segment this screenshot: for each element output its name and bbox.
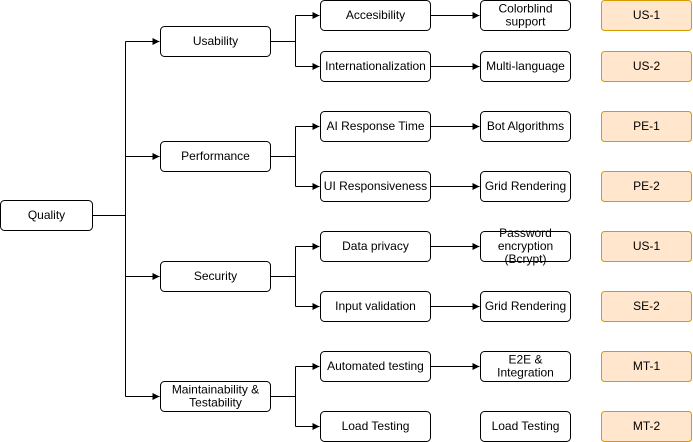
attribute-node-input-validation: Input validation [320,291,431,322]
tactic-node-automated-testing-label-line-2: Integration [497,366,554,380]
tactic-node-accesibility-label-line-2: support [505,15,546,29]
tag-badge-ui-responsiveness-box [601,171,692,202]
tag-badge-input-validation-label: SE-2 [633,299,660,313]
attribute-node-ui-responsiveness: UI Responsiveness [320,171,431,202]
tactic-node-ai-response-time: Bot Algorithms [480,111,571,142]
category-node-maintainability-label-line-2: Testability [189,396,242,410]
attribute-node-internationalization-label: Internationalization [325,59,426,73]
tactic-node-ui-responsiveness-label: Grid Rendering [485,179,566,193]
tactic-node-data-privacy-label-line-1: Password [499,226,552,240]
root-node-quality: Quality [0,200,93,231]
tag-badge-ui-responsiveness-label: PE-2 [633,179,660,193]
tactic-node-internationalization-box [480,51,571,82]
tag-badge-data-privacy-label: US-1 [633,239,661,253]
tactic-node-input-validation: Grid Rendering [480,291,571,322]
tag-badge-input-validation-box [601,291,692,322]
tactic-node-ui-responsiveness-box [480,171,571,202]
tag-badge-accesibility: US-1 [601,0,692,31]
attribute-node-data-privacy-box [320,231,431,262]
tag-badge-internationalization: US-2 [601,51,692,82]
category-node-maintainability: Maintainability &Testability [160,381,271,412]
tactic-node-internationalization: Multi-language [480,51,571,82]
attribute-node-input-validation-box [320,291,431,322]
attribute-node-data-privacy-label: Data privacy [342,239,409,253]
attribute-node-internationalization: Internationalization [320,51,431,82]
attribute-node-ai-response-time: AI Response Time [320,111,431,142]
tag-badge-accesibility-label: US-1 [633,8,661,22]
tactic-node-data-privacy-label-line-2: encryption [498,239,553,253]
category-node-security: Security [160,261,271,292]
attribute-node-accesibility-label: Accesibility [346,8,405,22]
tactic-node-ai-response-time-box [480,111,571,142]
attribute-node-load-testing-label: Load Testing [342,419,410,433]
tag-badge-automated-testing: MT-1 [601,351,692,382]
category-node-performance-box [160,141,271,172]
category-node-usability: Usability [160,26,271,57]
tactic-node-input-validation-box [480,291,571,322]
attribute-node-ai-response-time-box [320,111,431,142]
tag-badge-ai-response-time-box [601,111,692,142]
tactic-node-automated-testing-box [480,351,571,382]
tactic-node-load-testing: Load Testing [480,411,571,442]
tag-badge-data-privacy: US-1 [601,231,692,262]
tactic-node-automated-testing-label-line-1: E2E & [508,353,542,367]
attribute-node-input-validation-label: Input validation [335,299,416,313]
attribute-node-ai-response-time-label: AI Response Time [326,119,424,133]
tag-badge-data-privacy-box [601,231,692,262]
category-node-usability-box [160,26,271,57]
category-node-usability-label: Usability [193,34,238,48]
tag-badge-ai-response-time-label: PE-1 [633,119,660,133]
tag-badge-accesibility-box [601,0,692,31]
category-node-maintainability-box [160,381,271,412]
tactic-node-accesibility-label-line-1: Colorblind [498,2,552,16]
attribute-node-automated-testing-label: Automated testing [327,359,424,373]
tactic-node-load-testing-label: Load Testing [492,419,560,433]
category-node-security-label: Security [194,269,237,283]
tag-badge-ai-response-time: PE-1 [601,111,692,142]
attribute-node-data-privacy: Data privacy [320,231,431,262]
tag-badge-load-testing-label: MT-2 [633,419,661,433]
root-node-quality-label: Quality [28,208,65,222]
tactic-node-data-privacy-box [480,231,571,262]
category-node-maintainability-label-line-1: Maintainability & [172,383,259,397]
tactic-node-ai-response-time-label: Bot Algorithms [487,119,564,133]
tag-badge-load-testing: MT-2 [601,411,692,442]
category-node-performance: Performance [160,141,271,172]
root-node-quality-box [0,200,93,231]
tactic-node-accesibility-box [480,0,571,31]
tactic-node-internationalization-label: Multi-language [486,59,565,73]
tag-badge-input-validation: SE-2 [601,291,692,322]
attribute-node-accesibility: Accesibility [320,0,431,31]
tactic-node-data-privacy-label-line-3: (Bcrypt) [505,252,547,266]
attribute-node-load-testing: Load Testing [320,411,431,442]
category-node-performance-label: Performance [181,149,250,163]
attribute-node-ui-responsiveness-box [320,171,431,202]
tactic-node-automated-testing: E2E &Integration [480,351,571,382]
attribute-node-accesibility-box [320,0,431,31]
category-node-security-box [160,261,271,292]
tactic-node-input-validation-label: Grid Rendering [485,299,566,313]
tag-badge-internationalization-box [601,51,692,82]
attribute-node-ui-responsiveness-label: UI Responsiveness [324,179,427,193]
tag-badge-internationalization-label: US-2 [633,59,661,73]
tag-badge-automated-testing-box [601,351,692,382]
attribute-node-automated-testing-box [320,351,431,382]
tag-badge-ui-responsiveness: PE-2 [601,171,692,202]
attribute-node-automated-testing: Automated testing [320,351,431,382]
tag-badge-automated-testing-label: MT-1 [633,359,661,373]
tactic-node-ui-responsiveness: Grid Rendering [480,171,571,202]
attribute-node-internationalization-box [320,51,431,82]
edges-layer [92,12,480,430]
